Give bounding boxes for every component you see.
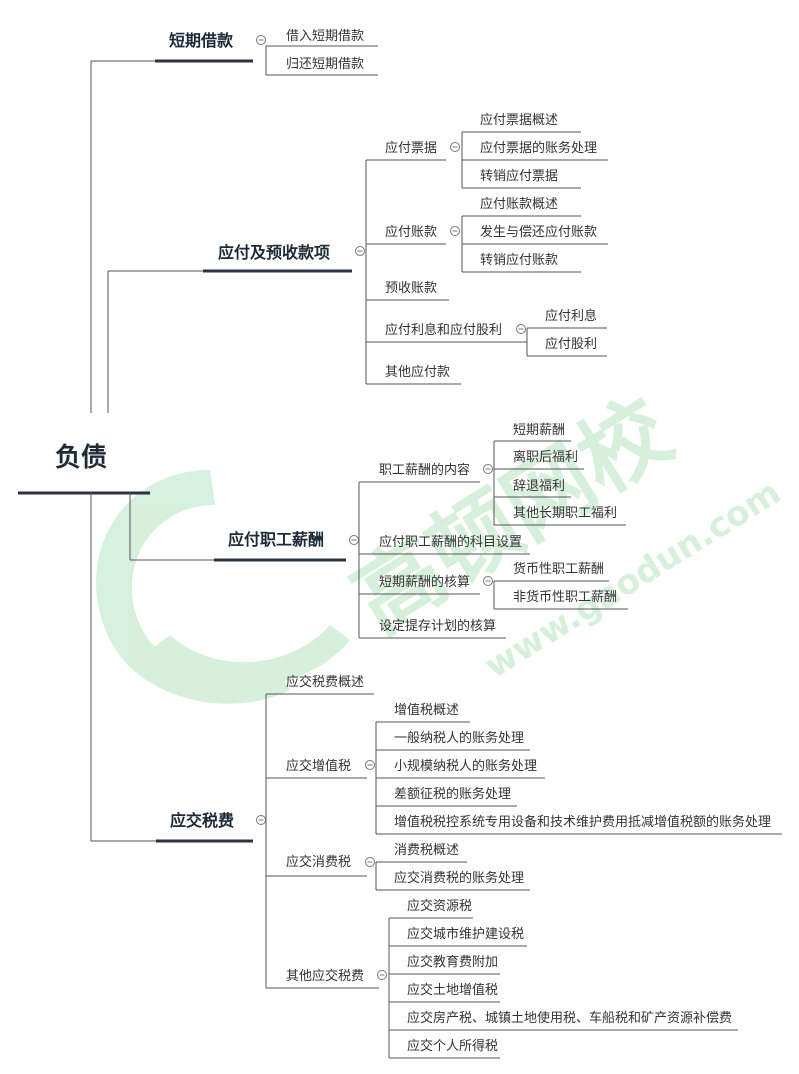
branch-label: 应交税费 bbox=[170, 811, 234, 830]
leaf-label: 辞退福利 bbox=[513, 479, 565, 494]
node-label: 应付账款 bbox=[385, 224, 437, 240]
connector-lines bbox=[18, 45, 782, 1059]
node-label: 职工薪酬的内容 bbox=[379, 462, 470, 478]
leaf-label: 应付股利 bbox=[545, 336, 597, 352]
branch-label: 应付职工薪酬 bbox=[228, 530, 324, 549]
collapse-toggle[interactable] bbox=[349, 535, 359, 545]
leaf-label: 归还短期借款 bbox=[286, 57, 364, 72]
leaf-label: 一般纳税人的账务处理 bbox=[394, 730, 524, 746]
leaf-label: 借入短期借款 bbox=[286, 29, 364, 44]
node-label: 预收账款 bbox=[385, 281, 437, 296]
leaf-label: 应付账款概述 bbox=[480, 196, 558, 212]
node-label: 应付利息和应付股利 bbox=[385, 322, 502, 338]
leaf-label: 差额征税的账务处理 bbox=[394, 786, 511, 802]
leaf-label: 转销应付账款 bbox=[480, 252, 558, 268]
collapse-toggle[interactable] bbox=[450, 226, 460, 236]
leaf-label: 应交教育费附加 bbox=[407, 954, 498, 970]
collapse-toggle[interactable] bbox=[377, 970, 387, 980]
branch-label: 短期借款 bbox=[169, 31, 234, 50]
leaf-label: 增值税概述 bbox=[394, 702, 459, 718]
node-label: 应付职工薪酬的科目设置 bbox=[379, 534, 522, 550]
watermark-logo bbox=[96, 470, 290, 704]
leaf-label: 应付票据的账务处理 bbox=[480, 140, 597, 156]
node-label: 设定提存计划的核算 bbox=[379, 618, 496, 634]
leaf-label: 转销应付票据 bbox=[480, 168, 558, 184]
leaf-label: 应付票据概述 bbox=[480, 112, 558, 128]
leaf-label: 离职后福利 bbox=[513, 449, 578, 465]
collapse-toggle[interactable] bbox=[256, 35, 266, 45]
leaf-label: 发生与偿还应付账款 bbox=[480, 224, 597, 240]
leaf-label: 应交土地增值税 bbox=[407, 982, 498, 998]
collapse-toggle[interactable] bbox=[483, 464, 493, 474]
leaf-label: 货币性职工薪酬 bbox=[513, 561, 604, 577]
collapse-toggle[interactable] bbox=[450, 142, 460, 152]
collapse-toggle[interactable] bbox=[483, 576, 493, 586]
node-label: 其他应交税费 bbox=[286, 968, 364, 984]
node-label: 短期薪酬的核算 bbox=[379, 574, 470, 590]
leaf-label: 应交房产税、城镇土地使用税、车船税和矿产资源补偿费 bbox=[407, 1010, 732, 1026]
watermark-brand: 高顿网校 bbox=[335, 379, 688, 653]
leaf-label: 应交资源税 bbox=[407, 898, 472, 914]
leaf-label: 应交消费税的账务处理 bbox=[394, 870, 524, 886]
root-node-label: 负债 bbox=[55, 443, 107, 473]
node-label: 应交消费税 bbox=[286, 854, 351, 870]
branch-label: 应付及预收款项 bbox=[218, 243, 330, 262]
node-label: 应交增值税 bbox=[286, 758, 351, 774]
collapse-toggle[interactable] bbox=[516, 324, 526, 334]
leaf-label: 应交城市维护建设税 bbox=[407, 926, 524, 942]
node-label: 应付票据 bbox=[385, 140, 437, 156]
collapse-toggle[interactable] bbox=[365, 760, 375, 770]
collapse-toggle[interactable] bbox=[256, 815, 266, 825]
leaf-label: 其他长期职工福利 bbox=[513, 506, 617, 521]
watermark-logo-swoosh bbox=[150, 625, 350, 687]
node-label: 其他应付款 bbox=[385, 364, 450, 380]
collapse-toggle[interactable] bbox=[355, 246, 365, 256]
leaf-label: 应付利息 bbox=[545, 308, 597, 324]
leaf-label: 增值税税控系统专用设备和技术维护费用抵减增值税额的账务处理 bbox=[394, 814, 771, 830]
leaf-label: 短期薪酬 bbox=[513, 423, 565, 438]
leaf-label: 应交个人所得税 bbox=[407, 1038, 498, 1054]
leaf-label: 消费税概述 bbox=[394, 843, 459, 858]
leaf-label: 非货币性职工薪酬 bbox=[513, 589, 617, 605]
node-label: 应交税费概述 bbox=[286, 674, 364, 690]
collapse-toggle[interactable] bbox=[365, 857, 375, 867]
leaf-label: 小规模纳税人的账务处理 bbox=[394, 758, 537, 774]
